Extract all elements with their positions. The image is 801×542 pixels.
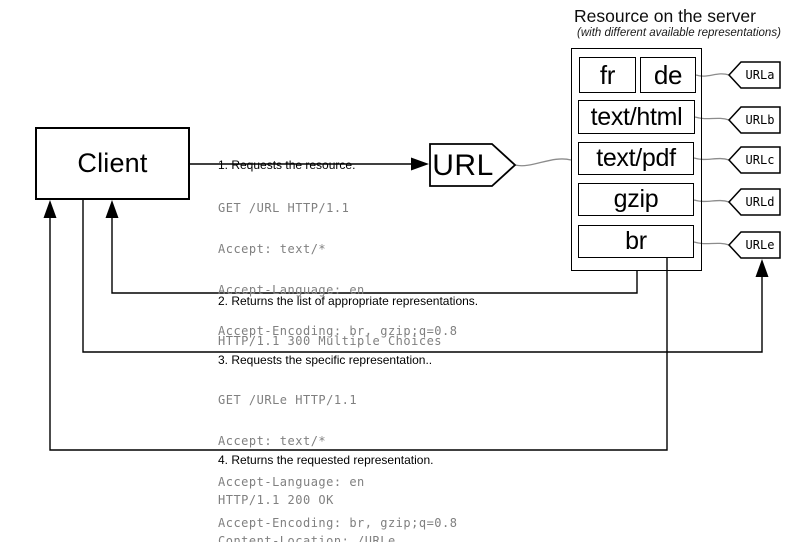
step3-arrowhead-icon [755,259,769,277]
representation-label: text/pdf [596,144,676,172]
http-line: Accept-Encoding: br, gzip;q=0.8 [218,323,458,338]
connector-textpdf-to-urlc [693,157,730,161]
representation-box-gzip: gzip [578,183,694,216]
step2-response-status: HTTP/1.1 300 Multiple Choices [218,308,442,376]
step4-return-line [49,218,668,451]
representation-box-br: br [578,225,694,258]
connector-texthtml-to-urlb [694,116,730,121]
http-line: Content-Location: /URLe [218,533,396,542]
step3-request-line [82,200,763,353]
representation-box-textpdf: text/pdf [578,142,694,175]
connector-br-to-urle [693,241,730,246]
url-tag-label-d: URLd [745,195,775,209]
step1-title: 1. Requests the resource. [218,158,356,172]
representation-box-de: de [640,57,696,93]
url-tag-label-c: URLc [745,153,775,167]
connector-gzip-to-urld [693,199,730,203]
connector-de-to-urla [695,73,730,77]
step4-title: 4. Returns the requested representation. [218,453,434,467]
representation-box-fr: fr [579,57,636,93]
representation-box-texthtml: text/html [578,100,695,134]
url-tag-label-a: URLa [745,68,775,82]
step4-response-headers: HTTP/1.1 200 OK Content-Location: /URLe … [218,467,396,542]
http-line: Accept-Language: en [218,474,365,489]
urle-tag-shape [727,231,781,259]
http-line: HTTP/1.1 300 Multiple Choices [218,334,443,349]
url-tag-label-e: URLe [745,238,775,252]
connector-url-to-resource [514,158,572,167]
resource-outer-box [571,48,702,271]
step3-title: 3. Requests the specific representation.… [218,353,433,367]
url-tag-shape [429,143,517,187]
representation-label: fr [599,59,616,90]
step4-arrowhead-icon [43,200,57,218]
http-line: HTTP/1.1 200 OK [218,493,334,508]
urld-tag-shape [727,188,781,216]
http-line: GET /URLe HTTP/1.1 [218,393,358,408]
url-tag-label-b: URLb [745,113,775,127]
representation-label: br [625,227,647,255]
step2-arrowhead-icon [105,200,119,218]
urlc-tag-shape [727,146,781,174]
step2-return-line [111,218,638,294]
urla-tag-shape [727,61,781,89]
client-box: Client [35,127,190,200]
representation-label: gzip [613,185,659,213]
step1-arrowhead-icon [411,157,429,171]
urlb-tag-shape [727,106,781,134]
http-line: GET /URL HTTP/1.1 [218,201,350,216]
http-line: Accept: text/* [218,433,327,448]
http-line: Accept: text/* [218,241,327,256]
url-tag-label: URL [432,149,494,182]
step2-title: 2. Returns the list of appropriate repre… [218,294,479,308]
representation-label: de [653,59,683,90]
client-label: Client [77,148,148,178]
diagram-subtitle: (with different available representation… [577,27,781,39]
step1-request-headers: GET /URL HTTP/1.1 Accept: text/* Accept-… [218,175,457,365]
step3-request-headers: GET /URLe HTTP/1.1 Accept: text/* Accept… [218,367,457,542]
diagram-title: Resource on the server [574,6,756,26]
representation-label: text/html [590,102,683,131]
http-line: Accept-Encoding: br, gzip;q=0.8 [218,515,458,530]
http-line: Accept-Language: en [218,282,365,297]
